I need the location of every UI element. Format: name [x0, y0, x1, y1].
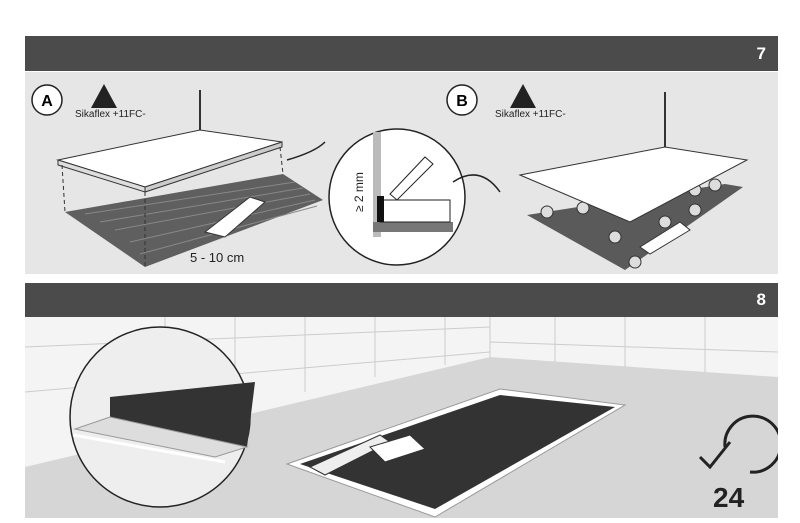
option-b-product: Sikaflex +11FC-	[495, 109, 566, 120]
step-number: 7	[756, 43, 766, 63]
option-a-badge	[31, 84, 63, 116]
step-8-panel: 24	[25, 317, 778, 518]
step-7-header: 7	[25, 36, 778, 71]
option-b-letter: B	[456, 93, 468, 110]
step-7-panel: A Sikaflex +11FC- 5 - 10 cm ≥ 2 mm	[25, 72, 778, 274]
gap-dimension-label: ≥ 2 mm	[352, 172, 366, 212]
option-b-badge	[446, 84, 478, 116]
sika-logo-icon	[510, 84, 536, 108]
step-8-header: 8	[25, 283, 778, 317]
joint-detail: ≥ 2 mm	[286, 128, 501, 266]
option-a-letter: A	[41, 93, 53, 110]
sealant-gun-icon	[639, 221, 691, 255]
hand-icon	[369, 434, 426, 463]
option-a-illustration: A Sikaflex +11FC- 5 - 10 cm	[31, 84, 323, 267]
cure-time-label: 24	[713, 482, 745, 513]
option-a-product: Sikaflex +11FC-	[75, 109, 146, 120]
floor-surface	[527, 184, 743, 270]
cure-time-24h: 24	[698, 414, 778, 513]
shower-tray	[300, 395, 615, 509]
sealant-gun-icon	[203, 196, 266, 238]
shower-tray	[518, 146, 749, 223]
bead-spacing-label: 5 - 10 cm	[190, 250, 244, 265]
sika-logo-icon	[91, 84, 117, 108]
clock-check-icon	[723, 414, 778, 474]
option-b-illustration: B Sikaflex +11FC-	[446, 84, 749, 270]
floor-surface	[65, 174, 323, 267]
magnified-joint-detail	[69, 326, 255, 508]
step-number: 8	[756, 290, 766, 309]
